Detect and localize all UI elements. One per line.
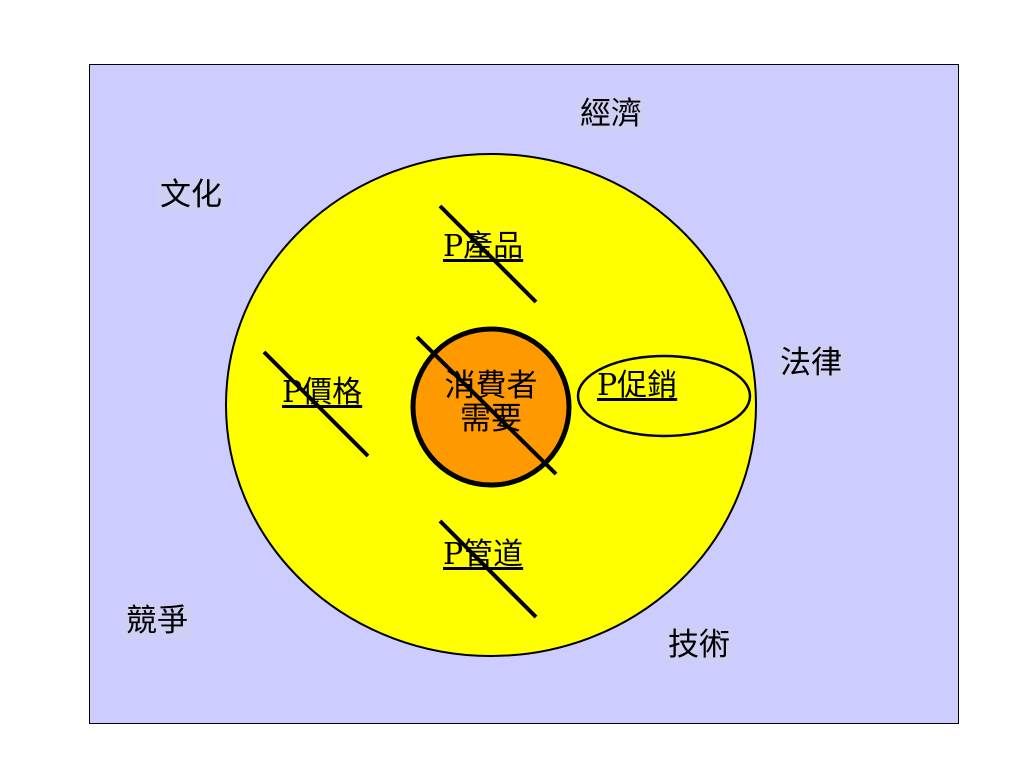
price-strike-line xyxy=(262,350,370,458)
promotion-highlight-ellipse xyxy=(576,354,752,438)
label-consumer-line2: 需要 xyxy=(460,401,522,438)
label-economy: 經濟 xyxy=(576,97,646,132)
label-product: P產品 xyxy=(443,229,524,264)
place-strike-line xyxy=(438,519,538,619)
consumer-strike-line xyxy=(415,335,558,476)
label-law: 法律 xyxy=(776,346,846,381)
label-consumer-line1: 消費者 xyxy=(444,368,538,404)
label-technology: 技術 xyxy=(664,628,734,663)
label-promotion: P促銷 xyxy=(597,368,678,403)
label-competition: 競爭 xyxy=(122,604,192,639)
label-price: P價格 xyxy=(282,375,363,410)
label-consumer-needs: 消費者 需要 xyxy=(420,368,562,438)
label-culture: 文化 xyxy=(156,178,226,213)
product-strike-line xyxy=(438,204,538,304)
label-place: P管道 xyxy=(443,537,524,572)
